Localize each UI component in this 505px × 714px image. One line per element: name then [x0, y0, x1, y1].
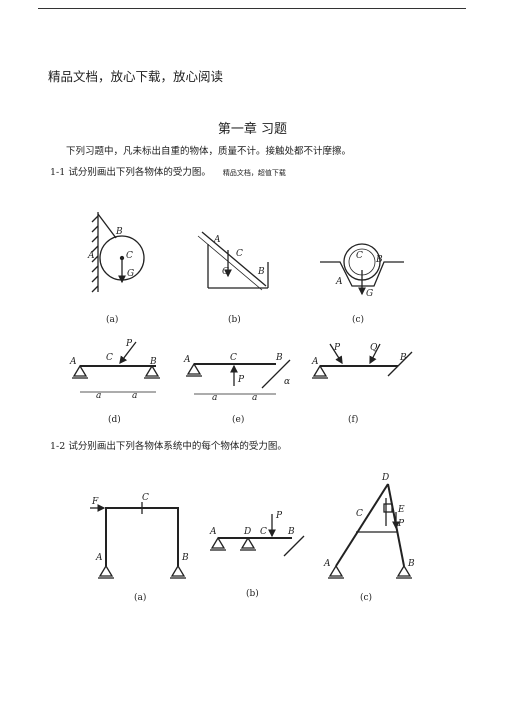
label-P: P [275, 511, 283, 521]
label-a: a [252, 393, 257, 403]
figure-1b: A C G B (b) [197, 231, 269, 325]
label-Q: Q [370, 343, 378, 353]
caption-1d: (d) [108, 414, 121, 425]
label-a: a [212, 393, 217, 403]
figure-1d: A C P B a a (d) [69, 339, 160, 425]
figure-1e: A C P B α a a (e) [183, 353, 291, 425]
label-B: B [275, 353, 283, 363]
label-P: P [397, 519, 405, 529]
label-P: P [333, 343, 341, 353]
figure-1a: B A C G (a) [87, 212, 145, 325]
label-G: G [366, 289, 373, 299]
label-B: B [399, 353, 407, 363]
figure-2c: D C E P A B (c) [323, 473, 415, 603]
label-A: A [311, 357, 319, 367]
label-A: A [183, 355, 191, 365]
label-D: D [381, 473, 389, 483]
caption-1f: (f) [348, 414, 358, 425]
label-F: F [91, 497, 99, 507]
label-B: B [115, 227, 123, 237]
label-G: G [222, 267, 229, 277]
label-B: B [375, 255, 383, 265]
caption-1b: (b) [228, 314, 241, 325]
label-C: C [106, 353, 113, 363]
label-E: E [397, 505, 405, 515]
label-P: P [237, 375, 245, 385]
label-C: C [230, 353, 237, 363]
figure-1c: C A B G (c) [320, 243, 404, 325]
label-G: G [127, 269, 134, 279]
caption-2a: (a) [134, 592, 146, 603]
figure-2b: A D C P B (b) [209, 511, 305, 599]
label-A: A [95, 553, 103, 563]
caption-1a: (a) [106, 314, 118, 325]
figure-2a: F C A B (a) [90, 493, 189, 603]
problem-1-note: 精品文档，超值下载 [222, 169, 286, 177]
label-C: C [356, 251, 363, 261]
problem-1-statement: 1-1 试分别画出下列各物体的受力图。 [50, 167, 211, 178]
label-A: A [209, 527, 217, 537]
label-P: P [125, 339, 133, 349]
label-C: C [126, 251, 133, 261]
label-C: C [142, 493, 149, 503]
caption-1e: (e) [232, 414, 244, 425]
label-C: C [356, 509, 363, 519]
label-A: A [213, 235, 221, 245]
label-A: A [323, 559, 331, 569]
label-B: B [257, 267, 265, 277]
label-a: a [96, 391, 101, 401]
label-B: B [149, 357, 157, 367]
chapter-intro: 下列习题中，凡未标出自重的物体，质量不计。接触处都不计摩擦。 [66, 146, 352, 157]
caption-2c: (c) [360, 592, 372, 603]
chapter-title: 第一章 习题 [217, 122, 288, 137]
problem-2-text: 1-2 试分别画出下列各物体系统中的每个物体的受力图。 [50, 441, 287, 452]
label-A: A [87, 251, 95, 261]
label-A: A [69, 357, 77, 367]
label-B: B [181, 553, 189, 563]
caption-1c: (c) [352, 314, 364, 325]
figure-1f: A P Q B (f) [311, 343, 413, 425]
header-text: 精品文档，放心下载，放心阅读 [48, 69, 224, 84]
caption-2b: (b) [246, 588, 259, 599]
label-alpha: α [284, 377, 290, 387]
label-a: a [132, 391, 137, 401]
label-B: B [287, 527, 295, 537]
label-B: B [407, 559, 415, 569]
label-C: C [260, 527, 267, 537]
label-A: A [335, 277, 343, 287]
label-C: C [236, 249, 243, 259]
header-rule [38, 8, 466, 9]
label-D: D [243, 527, 251, 537]
problem-1-text: 1-1 试分别画出下列各物体的受力图。 精品文档，超值下载 [50, 164, 286, 178]
